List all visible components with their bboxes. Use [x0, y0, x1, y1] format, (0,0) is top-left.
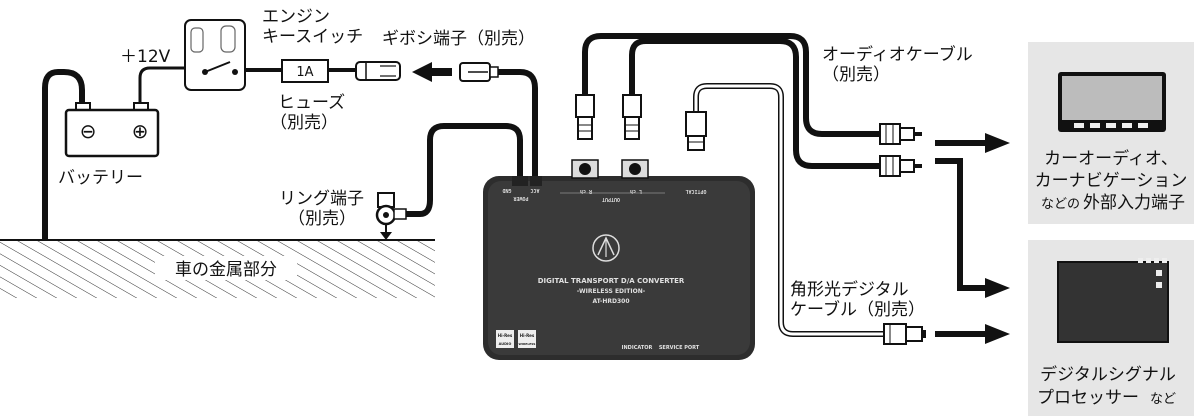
ring-terminal-label-1: リング端子 — [279, 189, 364, 209]
fuse-label-1: ヒューズ — [278, 93, 345, 113]
audio-technica-logo-icon — [592, 234, 620, 262]
battery-plus-icon: ⊕ — [132, 119, 149, 143]
fuse-label-2: （別売） — [270, 113, 338, 133]
car-audio-label-2: カーナビゲーション — [1035, 171, 1188, 191]
svg-text:Hi-Res: Hi-Res — [498, 333, 513, 338]
car-audio-label-3b: 外部入力端子 — [1083, 193, 1185, 213]
optical-plug — [685, 111, 707, 151]
vehicle-ground: 車の金属部分 — [0, 239, 435, 298]
svg-text:WIRELESS: WIRELESS — [519, 342, 536, 346]
device-gnd-label: GND — [502, 187, 511, 193]
device-model: AT-HRD300 — [592, 298, 629, 305]
battery-minus-icon: ⊖ — [80, 119, 97, 143]
device-lch-label: L ch — [630, 188, 642, 194]
hires-wireless-badge-icon: Hi-Res WIRELESS — [518, 330, 536, 348]
engine-key-switch — [184, 19, 246, 91]
arrow-left-icon — [412, 62, 452, 82]
device-title: DIGITAL TRANSPORT D/A CONVERTER — [538, 277, 685, 285]
ring-terminal-label-2: （別売） — [288, 209, 356, 229]
dsp-label-2b: など — [1150, 392, 1176, 407]
optical-cable-label-2: ケーブル（別売） — [790, 299, 925, 320]
arrow-right-down-icon — [935, 158, 1010, 298]
engine-switch-label-2: キースイッチ — [262, 27, 363, 47]
optical-cable-label-1: 角形光デジタル — [790, 279, 909, 300]
device-acc-label: ACC — [530, 187, 539, 193]
dsp-label-2a: プロセッサー — [1037, 388, 1139, 408]
battery: ⊖ ⊕ — [64, 102, 160, 158]
key-icon — [220, 25, 236, 53]
audio-cable-label-1: オーディオケーブル — [822, 44, 973, 65]
arrow-right-icon — [935, 133, 1010, 153]
plus12v-label: ＋12V — [120, 47, 171, 67]
device-output-label: OUTPUT — [602, 196, 620, 202]
arrow-right-optical-icon — [935, 324, 1010, 344]
optical-plug-end — [883, 323, 926, 345]
hires-audio-badge-icon: Hi-Res AUDIO — [496, 330, 514, 348]
fuse-rating: 1A — [296, 65, 313, 80]
rca-plug-r — [575, 94, 595, 140]
optical-cable — [693, 83, 884, 337]
fuse: 1A — [281, 59, 329, 83]
car-audio-target: カーオーディオ、 カーナビゲーション などの 外部入力端子 — [1028, 42, 1194, 224]
car-audio-label-1: カーオーディオ、 — [1044, 148, 1178, 169]
gibosi-terminal-female — [355, 61, 401, 81]
device-optical-label: OPTICAL — [685, 188, 706, 194]
dsp-label-1: デジタルシグナル — [1040, 364, 1176, 385]
svg-text:Hi-Res: Hi-Res — [520, 333, 535, 338]
power-wires — [42, 33, 880, 240]
audio-cable-label-2: （別売） — [822, 65, 890, 85]
converter-device: GND ACC POWER R ch L ch OUTPUT OPTICAL D… — [483, 159, 755, 360]
battery-label: バッテリー — [58, 168, 143, 188]
device-indicator-label: INDICATOR — [622, 345, 653, 351]
car-audio-label-3a: などの — [1041, 197, 1080, 212]
device-power-label: POWER — [512, 195, 528, 201]
rca-plug-l — [622, 94, 642, 140]
engine-switch-label-1: エンジン — [262, 7, 330, 27]
ground-label: 車の金属部分 — [175, 260, 277, 280]
device-edition: -WIRELESS EDITION- — [577, 288, 646, 295]
audio-plug-l — [879, 155, 922, 177]
gibosi-label: ギボシ端子（別売） — [382, 29, 535, 49]
svg-text:AUDIO: AUDIO — [499, 342, 512, 346]
device-service-port-label: SERVICE PORT — [659, 345, 700, 351]
dsp-target: デジタルシグナル プロセッサー など — [1028, 240, 1194, 416]
device-rch-label: R ch — [580, 188, 592, 194]
audio-plug-r — [879, 123, 922, 145]
gibosi-terminal-male — [459, 62, 499, 82]
ring-terminal — [375, 192, 407, 240]
